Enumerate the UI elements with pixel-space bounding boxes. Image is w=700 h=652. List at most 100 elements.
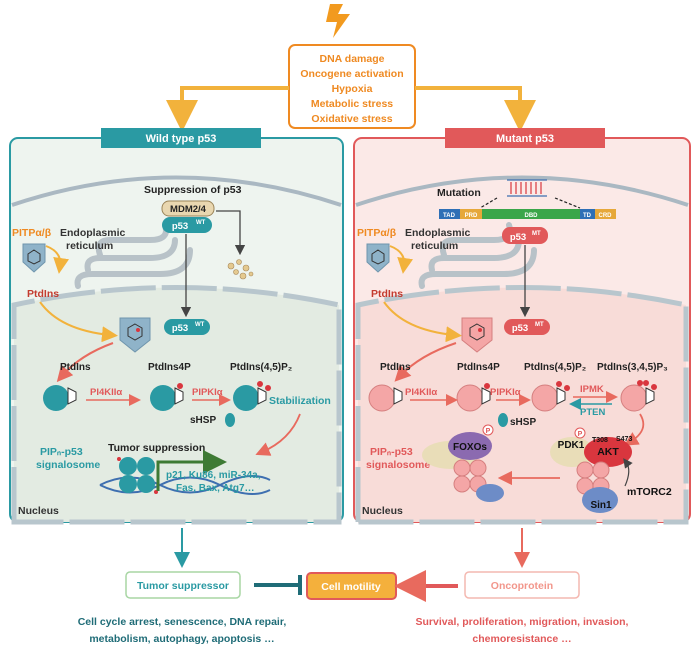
wt-ptdins: PtdIns <box>60 362 91 373</box>
mt-sin1-blob <box>582 487 618 513</box>
mt-p53-top-pill <box>502 227 548 244</box>
mt-domain-dbd <box>482 209 580 219</box>
oncoprotein-label: Oncoprotein <box>491 580 553 592</box>
mt-foxos-blob <box>448 432 492 460</box>
wt-p53-nuc-pill <box>164 319 210 335</box>
wt-ptdins45: PtdIns(4,5)P₂ <box>230 362 292 373</box>
wt-degraded-fragments <box>227 259 254 280</box>
cell-motility-label: Cell motility <box>321 581 381 593</box>
mt-header <box>445 128 605 148</box>
mt-foxo-phospho-label: P <box>486 428 491 435</box>
mt-domain-td-label: TD <box>583 213 592 219</box>
wt-shsp-label: sHSP <box>190 415 216 426</box>
mt-er-label-2: reticulum <box>411 240 458 252</box>
mt-pten-label: PTEN <box>580 407 605 418</box>
tumor-suppressor-label: Tumor suppressor <box>137 580 229 592</box>
mt-ptdins45: PtdIns(4,5)P₂ <box>524 362 586 373</box>
wt-stabilization-label: Stabilization <box>269 395 331 407</box>
mt-p53-top-sup: MT <box>532 231 541 237</box>
mt-mtorc2-label: mTORC2 <box>627 486 672 498</box>
wt-suppression-label: Suppression of p53 <box>144 184 242 196</box>
mt-shsp-label: sHSP <box>510 417 536 428</box>
branch-arrow-left <box>166 86 289 132</box>
mt-outcomes-line-2: chemoresistance … <box>472 633 571 645</box>
oncoprotein-box <box>464 571 580 599</box>
mt-ptdins: PtdIns <box>380 362 411 373</box>
mt-domain-dbd-label: DBD <box>525 213 539 219</box>
stressor-dna-damage: DNA damage <box>320 53 385 65</box>
wt-pitp-label: PITPα/β <box>12 227 52 239</box>
mt-header-text: Mutant p53 <box>496 133 554 145</box>
wt-degradation-arrow <box>216 210 246 256</box>
mt-p53-lipid-2 <box>456 383 491 412</box>
wt-p53-tetramer <box>117 457 158 494</box>
wt-release-arrow <box>56 342 114 383</box>
wt-p53-nuc-sup: WT <box>195 322 205 328</box>
mt-foxos-label: FOXOs <box>453 442 487 453</box>
wt-header <box>101 128 261 148</box>
mt-mutation-dash-right <box>554 197 581 209</box>
mt-pdk1-phospho-label: P <box>578 431 583 438</box>
wt-cell-membrane <box>11 175 342 207</box>
mt-signalosome-1: PIPₙ-p53 <box>370 446 413 458</box>
stressor-metabolic: Metabolic stress <box>311 98 393 110</box>
mt-ptdins-left: PtdIns <box>371 288 403 300</box>
wt-stabilization-arrow <box>255 413 301 456</box>
wt-genes-2: Fas, Bax, Atg7… <box>176 483 255 494</box>
wt-genes-1: p21, Ku86, miR-34a, <box>166 470 261 481</box>
mt-p53-nuc: p53 <box>512 323 528 334</box>
mt-pdk1-label: PDK1 <box>558 440 585 451</box>
mt-domain-prd-label: PRD <box>465 213 478 219</box>
mt-akt-recruit-arrow <box>623 413 645 446</box>
stressor-hypoxia: Hypoxia <box>332 83 373 95</box>
mt-pipk-label: PIPKIα <box>490 387 521 398</box>
mt-ptdins4p: PtdIns4P <box>457 362 500 373</box>
wt-ptdins-left: PtdIns <box>27 288 59 300</box>
mt-pitp-label: PITPα/β <box>357 227 397 239</box>
wt-p53-top: p53 <box>172 221 188 232</box>
wt-pitp-icon <box>22 243 46 273</box>
tumor-suppressor-box <box>125 571 241 599</box>
mt-domain-crd <box>595 209 616 219</box>
wt-pipk-label: PIPKIα <box>192 387 223 398</box>
wt-mdm-label: MDM2/4 <box>170 204 207 215</box>
wt-ptdins-arrow <box>39 301 118 343</box>
mt-pi4k-label: PI4KIIα <box>405 387 437 398</box>
mt-pdk1-phospho <box>574 427 586 439</box>
wt-p53-lipid-2 <box>150 383 184 411</box>
wt-pitp-arrow <box>45 245 70 274</box>
wt-p53-lipid-3 <box>233 381 271 411</box>
wt-signalosome-1: PIPₙ-p53 <box>40 446 83 458</box>
wt-nuclear-pitp-icon <box>119 317 151 353</box>
mt-akt-blob <box>584 437 632 467</box>
wt-er-label-2: reticulum <box>66 240 113 252</box>
mt-domain-crd-label: CRD <box>599 213 613 219</box>
mt-mtorc2-arrow <box>623 458 633 487</box>
mt-foxo-phospho <box>482 424 494 436</box>
wt-ptdins4p: PtdIns4P <box>148 362 191 373</box>
mt-pdk1-blob <box>550 437 594 467</box>
mt-foxo-blue <box>476 484 504 502</box>
mt-dna-helix-icon <box>507 179 547 197</box>
mt-t308-label: T308 <box>592 437 608 444</box>
wt-transcription-arrow <box>156 450 227 491</box>
mt-mutation-dash-left <box>479 197 498 209</box>
mt-p53-nuc-sup: MT <box>535 322 544 328</box>
mt-pitp-icon <box>366 243 390 273</box>
wt-outcomes-line-1: Cell cycle arrest, senescence, DNA repai… <box>78 616 287 628</box>
wt-p53-top-pill <box>162 217 212 233</box>
wt-er-icon <box>74 222 193 289</box>
wt-tumor-suppression: Tumor suppression <box>108 442 205 454</box>
mt-akt-label: AKT <box>597 446 619 458</box>
mt-p53-nuc-pill <box>504 319 550 335</box>
mt-p53-top: p53 <box>510 232 526 243</box>
mt-sin1-label: Sin1 <box>590 500 612 511</box>
mt-nucleus-label: Nucleus <box>362 505 403 517</box>
mt-mutation-label: Mutation <box>437 187 481 199</box>
mt-signalosome-2: signalosome <box>366 459 430 471</box>
wt-p53-lipid-1 <box>43 385 77 411</box>
wt-p53-top-sup: WT <box>196 220 206 226</box>
mt-outcomes-line-1: Survival, proliferation, migration, inva… <box>416 616 629 628</box>
wt-header-text: Wild type p53 <box>146 133 217 145</box>
